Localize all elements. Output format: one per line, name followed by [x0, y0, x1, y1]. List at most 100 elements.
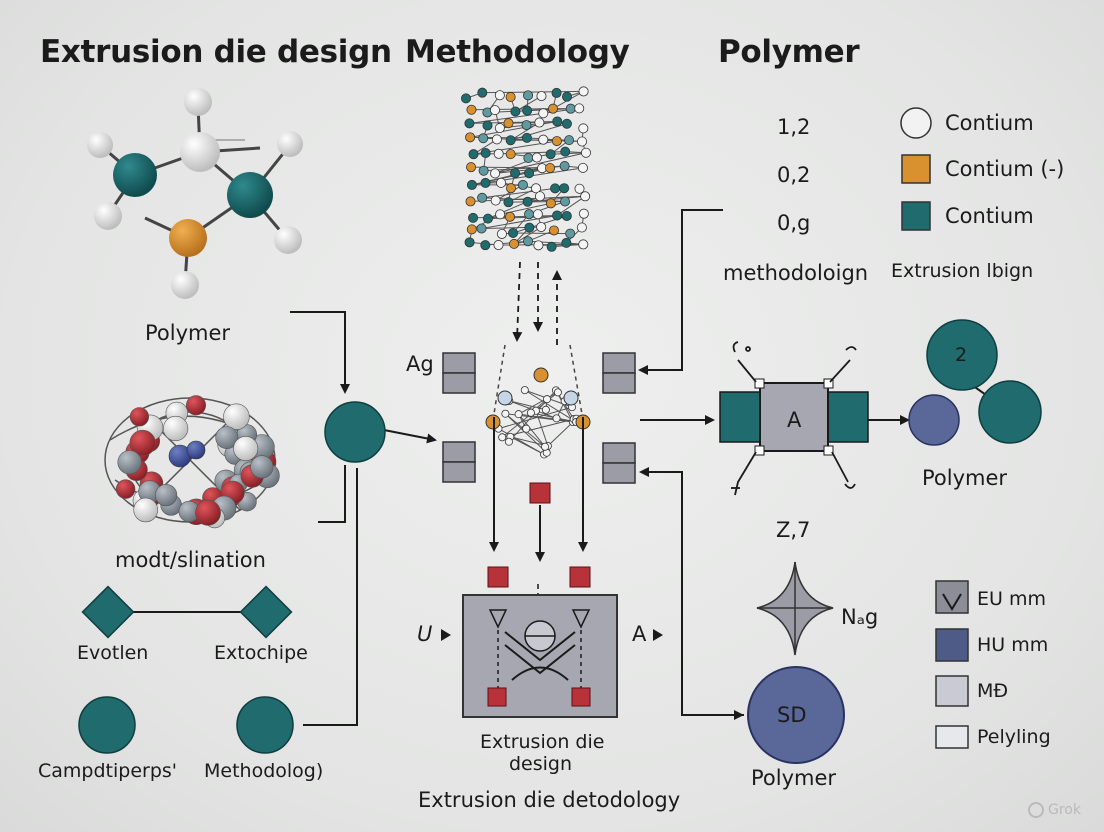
ag-label: Ag	[406, 352, 434, 376]
network-node	[531, 152, 542, 163]
node-right-label: Extochipe	[214, 642, 308, 664]
network-node	[546, 241, 557, 252]
network-dashed-arrows	[512, 261, 562, 345]
cluster-atom	[129, 407, 149, 427]
network-node	[461, 93, 472, 104]
network-node	[576, 222, 587, 233]
network-node	[552, 210, 563, 221]
network-node	[534, 191, 545, 202]
network-node	[494, 90, 505, 101]
network-node	[578, 86, 589, 97]
bottom-legend-2: HU mm	[977, 634, 1049, 656]
network-node	[482, 213, 493, 224]
network-node	[490, 168, 501, 179]
network-node	[517, 179, 528, 190]
network-node	[496, 228, 507, 239]
network-node	[533, 367, 549, 383]
network-node	[536, 222, 547, 233]
methodology-text: methodoloign	[723, 261, 869, 285]
cluster-atom	[195, 499, 221, 526]
legend-item-2: Contium (-)	[945, 157, 1065, 181]
cluster-atom	[115, 479, 136, 499]
network-node	[521, 132, 532, 143]
network-node	[534, 117, 545, 128]
bottom-caption: Extrusion die detodology	[418, 788, 681, 812]
watermark: Grok	[1048, 802, 1081, 818]
network-node	[580, 147, 591, 158]
network-node	[560, 146, 571, 157]
molecular-cluster	[104, 395, 280, 529]
network-node	[541, 405, 550, 414]
polymer-network-top	[461, 86, 591, 252]
network-node	[551, 87, 562, 98]
cluster-atom	[223, 403, 250, 430]
network-node	[561, 210, 572, 221]
simulation-label: modt/slination	[115, 548, 266, 572]
network-node	[574, 103, 585, 114]
network-node	[522, 105, 533, 116]
u-label: U	[417, 622, 433, 646]
left-network	[78, 585, 294, 754]
network-node	[552, 414, 561, 423]
network-node	[505, 183, 516, 194]
node-number: 2	[955, 344, 968, 366]
legend-swatches	[900, 107, 932, 231]
network-node	[560, 196, 571, 207]
network-node	[545, 149, 556, 160]
network-node	[526, 408, 535, 417]
network-node	[476, 223, 487, 234]
legend-value-1: 1,2	[777, 115, 811, 139]
die-feed	[487, 417, 591, 625]
cluster-atom	[133, 497, 158, 523]
network-node	[466, 104, 477, 115]
network-node	[531, 183, 542, 194]
network-node	[505, 92, 516, 103]
network-node	[498, 433, 507, 442]
network-node	[550, 183, 561, 194]
extrusion-die	[441, 594, 663, 718]
die-label-line1: Extrusion die	[480, 731, 605, 753]
network-node	[542, 395, 551, 404]
legend-value-2: 0,2	[777, 163, 811, 187]
legend-value-3: 0,g	[777, 211, 811, 235]
network-node	[578, 123, 589, 134]
die-label-line2: design	[509, 753, 573, 775]
network-node	[505, 135, 516, 146]
legend-item-3: Contium	[945, 204, 1034, 228]
network-node	[489, 105, 500, 116]
node-left-label: Evotlen	[77, 642, 149, 664]
network-node	[504, 211, 515, 222]
network-node	[510, 106, 521, 117]
network-node	[577, 162, 588, 173]
cluster-atom	[163, 415, 189, 442]
network-node	[553, 388, 562, 397]
network-node	[465, 196, 476, 207]
legend-item-1: Contium	[945, 111, 1034, 135]
circle-left-label: Campdtiperps'	[38, 760, 178, 782]
network-node	[503, 197, 514, 208]
network-node	[466, 224, 477, 235]
network-node	[578, 208, 589, 219]
sd-node	[747, 666, 845, 764]
bottom-legend-4: Pelyling	[977, 726, 1051, 748]
network-node	[495, 209, 506, 220]
network-node	[532, 209, 543, 220]
network-node	[561, 91, 572, 102]
network-node	[509, 238, 520, 249]
hub-node	[324, 401, 386, 463]
star-shape	[756, 561, 834, 656]
polymer-network-center	[485, 344, 591, 459]
a-label: A	[632, 622, 647, 646]
network-node	[541, 442, 550, 451]
network-node	[464, 118, 475, 129]
right-polymer-label-top: Polymer	[922, 466, 1008, 490]
network-node	[577, 136, 588, 147]
network-node	[551, 136, 562, 147]
cluster-atom	[215, 426, 239, 450]
cluster-atom	[186, 440, 206, 460]
network-node	[514, 410, 523, 419]
network-node	[494, 123, 505, 134]
cluster-atom	[129, 429, 156, 457]
cluster-atom	[186, 395, 207, 416]
